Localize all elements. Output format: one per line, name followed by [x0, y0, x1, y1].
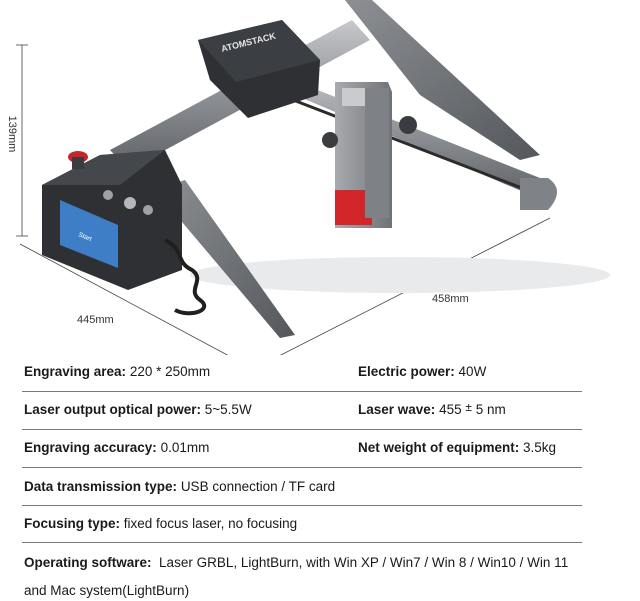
- spec-electric-power: Electric power: 40W: [358, 364, 487, 379]
- spec-operating-software-line2: and Mac system(LightBurn): [24, 583, 190, 598]
- depth-dimension-label: 458mm: [432, 293, 469, 305]
- spec-net-weight: Net weight of equipment: 3.5kg: [358, 440, 557, 455]
- laser-engraver-drawing: ATOMSTACK Start: [16, 0, 610, 366]
- divider: [22, 467, 582, 468]
- left-leg-plate: [155, 180, 295, 338]
- right-leg-plate: [345, 0, 540, 160]
- screen-start-label: Start: [77, 231, 93, 243]
- laser-window: [335, 190, 372, 225]
- touch-screen: [60, 200, 118, 268]
- spec-engraving-accuracy: Engraving accuracy: 0.01mm: [24, 440, 210, 455]
- spec-data-transmission: Data transmission type: USB connection /…: [24, 479, 336, 494]
- height-dimension-label: 139mm: [6, 115, 18, 153]
- divider: [22, 505, 582, 506]
- width-dimension-label: 445mm: [77, 314, 114, 326]
- spec-focusing-type: Focusing type: fixed focus laser, no foc…: [24, 516, 298, 531]
- divider: [22, 391, 582, 392]
- spec-operating-software: Operating software: Laser GRBL, LightBur…: [24, 555, 569, 570]
- spec-laser-output: Laser output optical power: 5~5.5W: [24, 402, 252, 417]
- spec-laser-wave: Laser wave: 455 ± 5 nm: [358, 400, 506, 417]
- divider: [22, 542, 582, 543]
- product-illustration: ATOMSTACK Start 139mm 445mm 458mm: [6, 0, 610, 366]
- y-rail: [255, 68, 545, 198]
- divider: [22, 429, 582, 430]
- spec-engraving-area: Engraving area: 220 * 250mm: [24, 364, 211, 379]
